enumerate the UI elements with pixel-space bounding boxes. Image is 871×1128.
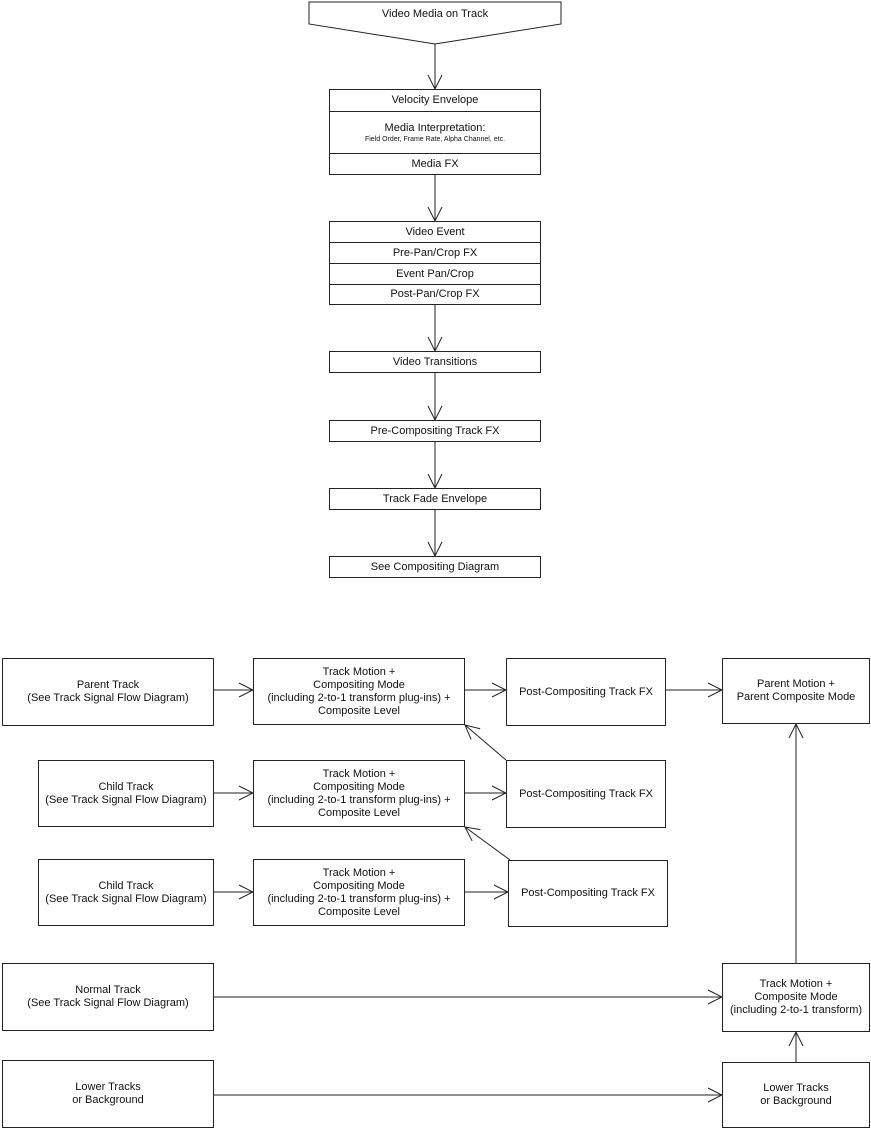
parent-track-title: Parent Track [76, 679, 140, 691]
arrow-postfx3-to-motion2 [465, 827, 511, 861]
track-motion-line-3: (including 2-to-1 transform plug-ins) + [267, 691, 451, 704]
lower-tracks-box: Lower Tracks or Background [2, 1060, 214, 1128]
track-fade-envelope-box: Track Fade Envelope [329, 488, 541, 510]
track-motion-line-2: Compositing Mode [313, 780, 405, 793]
normal-track-title: Normal Track [75, 984, 141, 996]
pre-compositing-label: Pre-Compositing Track FX [370, 424, 500, 437]
track-motion-line-2: Compositing Mode [313, 879, 405, 892]
lower-tracks-note: or Background [72, 1094, 144, 1106]
pre-pan-crop-fx-label: Pre-Pan/Crop FX [392, 246, 478, 259]
pre-compositing-box: Pre-Compositing Track FX [329, 420, 541, 442]
post-compositing-box-2: Post-Compositing Track FX [506, 760, 666, 828]
pre-pan-crop-fx: Pre-Pan/Crop FX [330, 243, 540, 264]
normal-motion-box: Track Motion + Composite Mode (including… [722, 963, 870, 1032]
track-motion-box-2: Track Motion + Compositing Mode (includi… [253, 760, 465, 827]
normal-track-note: (See Track Signal Flow Diagram) [27, 997, 189, 1009]
see-compositing-label: See Compositing Diagram [370, 560, 500, 573]
media-fx-label: Media FX [411, 157, 459, 170]
child-track-title-1: Child Track [98, 780, 154, 793]
video-transitions-label: Video Transitions [392, 355, 478, 368]
lower-tracks-title: Lower Tracks [75, 1081, 141, 1093]
track-motion-box-3: Track Motion + Compositing Mode (includi… [253, 859, 465, 926]
source-shape [308, 1, 562, 45]
media-interpretation: Media Interpretation: Field Order, Frame… [330, 112, 540, 154]
velocity-envelope: Velocity Envelope [330, 90, 540, 112]
media-fx: Media FX [330, 154, 540, 174]
parent-motion-box: Parent Motion + Parent Composite Mode [722, 658, 870, 724]
video-transitions-box: Video Transitions [329, 351, 541, 373]
track-motion-line-1: Track Motion + [322, 866, 396, 879]
normal-motion-line-2: Composite Mode [754, 991, 838, 1003]
post-compositing-box-3: Post-Compositing Track FX [508, 860, 668, 927]
child-track-note-2: (See Track Signal Flow Diagram) [45, 892, 207, 905]
parent-motion-line-2: Parent Composite Mode [736, 691, 856, 703]
track-motion-line-4: Composite Level [318, 905, 400, 918]
lower-tracks-output-note: or Background [760, 1095, 832, 1107]
arrow-postfx2-to-motion1 [465, 725, 507, 761]
track-motion-line-3: (including 2-to-1 transform plug-ins) + [267, 793, 451, 806]
lower-tracks-output-title: Lower Tracks [763, 1082, 829, 1094]
child-track-box-1: Child Track (See Track Signal Flow Diagr… [38, 760, 214, 827]
video-event: Video Event [330, 222, 540, 243]
child-track-box-2: Child Track (See Track Signal Flow Diagr… [38, 859, 214, 926]
normal-motion-line-1: Track Motion + [759, 978, 833, 990]
video-event-label: Video Event [405, 225, 465, 238]
source-label: Video Media on Track [309, 2, 561, 26]
track-motion-line-3: (including 2-to-1 transform plug-ins) + [267, 892, 451, 905]
source-text: Video Media on Track [381, 7, 489, 20]
track-motion-line-4: Composite Level [318, 704, 400, 717]
child-track-note-1: (See Track Signal Flow Diagram) [45, 793, 207, 806]
lower-tracks-output-box: Lower Tracks or Background [722, 1062, 870, 1128]
media-interpretation-title: Media Interpretation: [384, 121, 486, 134]
parent-track-box: Parent Track (See Track Signal Flow Diag… [2, 658, 214, 726]
event-block: Video Event Pre-Pan/Crop FX Event Pan/Cr… [329, 221, 541, 305]
track-motion-line-4: Composite Level [318, 806, 400, 819]
parent-track-note: (See Track Signal Flow Diagram) [27, 692, 189, 704]
post-compositing-label-2: Post-Compositing Track FX [519, 787, 653, 800]
post-pan-crop-fx: Post-Pan/Crop FX [330, 285, 540, 304]
post-pan-crop-fx-label: Post-Pan/Crop FX [390, 288, 480, 300]
media-interpretation-detail: Field Order, Frame Rate, Alpha Channel, … [364, 135, 506, 143]
track-fade-envelope-label: Track Fade Envelope [382, 492, 488, 505]
media-block: Velocity Envelope Media Interpretation: … [329, 89, 541, 175]
event-pan-crop: Event Pan/Crop [330, 264, 540, 285]
parent-motion-line-1: Parent Motion + [757, 678, 835, 690]
velocity-envelope-label: Velocity Envelope [391, 94, 479, 106]
event-pan-crop-label: Event Pan/Crop [396, 267, 474, 280]
see-compositing-box: See Compositing Diagram [329, 556, 541, 578]
normal-motion-line-3: (including 2-to-1 transform) [729, 1004, 863, 1016]
post-compositing-box-1: Post-Compositing Track FX [506, 658, 666, 726]
track-motion-line-2: Compositing Mode [313, 678, 405, 691]
track-motion-line-1: Track Motion + [322, 767, 396, 780]
track-motion-box-1: Track Motion + Compositing Mode (includi… [253, 658, 465, 725]
child-track-title-2: Child Track [98, 879, 154, 892]
post-compositing-label-1: Post-Compositing Track FX [519, 685, 653, 698]
post-compositing-label-3: Post-Compositing Track FX [521, 887, 655, 899]
normal-track-box: Normal Track (See Track Signal Flow Diag… [2, 963, 214, 1031]
track-motion-line-1: Track Motion + [322, 665, 396, 678]
